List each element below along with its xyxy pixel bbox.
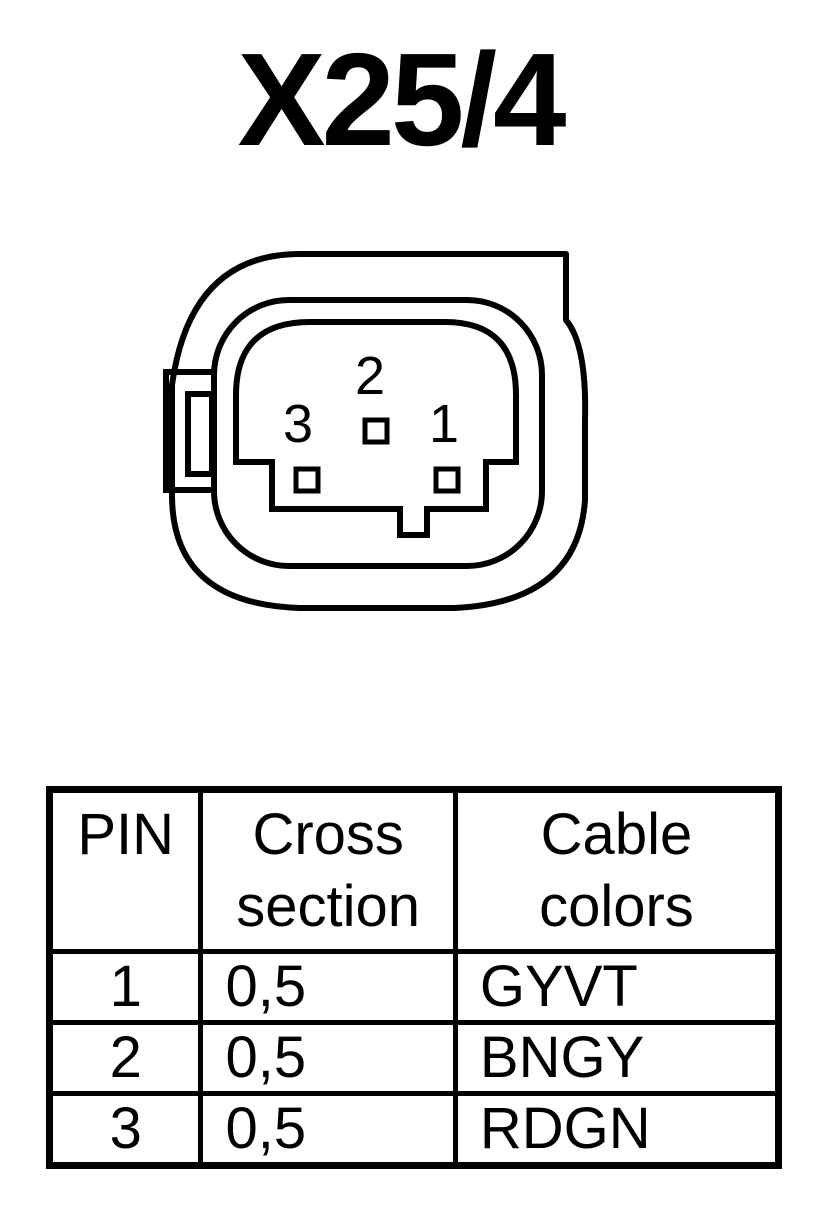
header-cable-colors-line2: colors bbox=[539, 874, 694, 939]
pin-number: 3 bbox=[46, 1091, 204, 1168]
connector-title: X25/4 bbox=[237, 26, 567, 173]
table-row: 3 0,5 RDGN bbox=[46, 1091, 782, 1168]
table-row: 2 0,5 BNGY bbox=[46, 1020, 782, 1096]
header-cable-colors-line1: Cable bbox=[540, 802, 693, 867]
header-pin: PIN bbox=[46, 787, 204, 954]
cross-section-value: 0,5 bbox=[198, 1091, 458, 1168]
pin-2-contact bbox=[362, 417, 390, 445]
connector-cavity bbox=[233, 319, 519, 538]
pin-number: 1 bbox=[46, 949, 204, 1025]
pin-label-1: 1 bbox=[429, 394, 459, 454]
header-cross-section-line1: Cross bbox=[252, 802, 404, 867]
connector-housing-outline bbox=[169, 251, 589, 611]
pin-3-contact bbox=[293, 466, 321, 494]
cable-color-value: GYVT bbox=[452, 949, 782, 1025]
pin-1-contact bbox=[433, 466, 461, 494]
connector-latch bbox=[163, 369, 212, 493]
cross-section-value: 0,5 bbox=[198, 1020, 458, 1096]
header-cross-section-line2: section bbox=[236, 874, 421, 939]
cross-section-value: 0,5 bbox=[198, 949, 458, 1025]
header-pin-label: PIN bbox=[77, 802, 175, 867]
connector-latch-slot bbox=[185, 391, 215, 477]
pin-table: PIN Cross section Cable colors 1 0,5 GYV… bbox=[46, 786, 782, 1169]
pin-label-3: 3 bbox=[283, 394, 313, 454]
cable-color-value: BNGY bbox=[452, 1020, 782, 1096]
table-row: 1 0,5 GYVT bbox=[46, 949, 782, 1025]
cable-color-value: RDGN bbox=[452, 1091, 782, 1168]
pin-label-2: 2 bbox=[355, 346, 385, 406]
pin-table-header-row: PIN Cross section Cable colors bbox=[46, 787, 782, 954]
header-cable-colors: Cable colors bbox=[452, 787, 782, 954]
connector-diagram: 2 3 1 bbox=[163, 251, 589, 611]
pin-number: 2 bbox=[46, 1020, 204, 1096]
header-cross-section: Cross section bbox=[198, 787, 458, 954]
connector-inner-body bbox=[211, 297, 545, 569]
